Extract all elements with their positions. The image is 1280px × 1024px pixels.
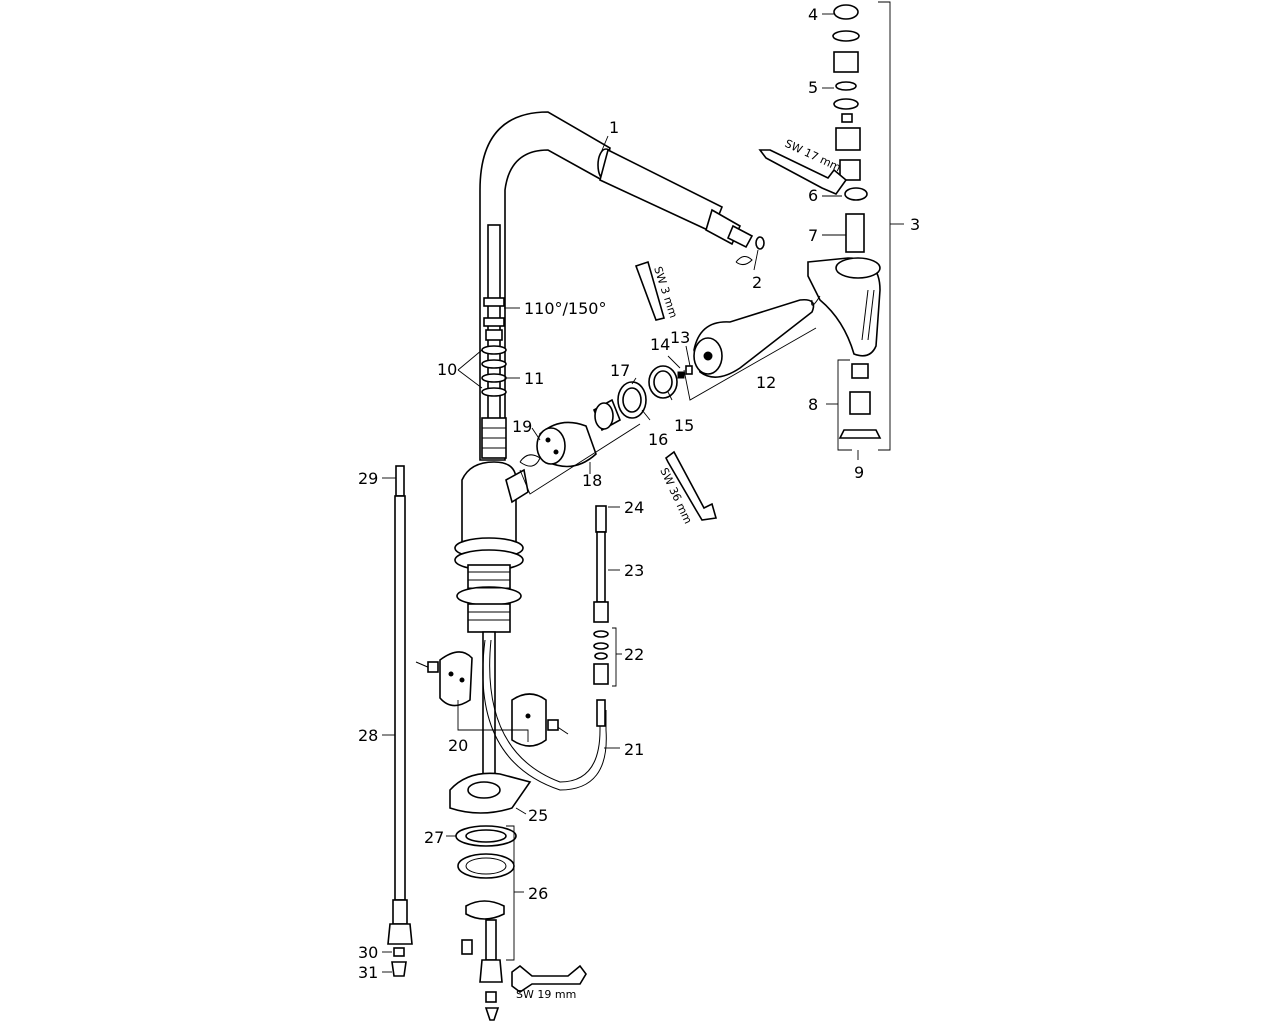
supply-hose	[387, 465, 413, 977]
pull-out-hose	[593, 505, 609, 727]
callout-labels: 1 2 3 4 5 6 7 8 9 10 11 12 13 14 15 16 1…	[358, 5, 920, 1001]
callout-28: 28	[358, 726, 378, 745]
callout-20: 20	[448, 736, 468, 755]
callout-27: 27	[424, 828, 444, 847]
callout-4: 4	[808, 5, 818, 24]
lower-mounting-parts	[449, 772, 532, 1021]
cartridge-assembly	[519, 365, 693, 468]
callout-26: 26	[528, 884, 548, 903]
spray-head-components	[832, 4, 882, 439]
callout-23: 23	[624, 561, 644, 580]
callout-30: 30	[358, 943, 378, 962]
swivel-angle-label: 110°/150°	[524, 299, 606, 318]
mounting-bracket	[415, 651, 569, 747]
spout-stem	[481, 224, 507, 459]
callout-17: 17	[610, 361, 630, 380]
callout-25: 25	[528, 806, 548, 825]
callout-5: 5	[808, 78, 818, 97]
wrench-sw36-icon	[664, 450, 718, 521]
callout-18: 18	[582, 471, 602, 490]
callout-6: 6	[808, 186, 818, 205]
callout-7: 7	[808, 226, 818, 245]
callout-13: 13	[670, 328, 690, 347]
callout-2: 2	[752, 273, 762, 292]
callout-29: 29	[358, 469, 378, 488]
leader-lines	[382, 1, 904, 973]
faucet-body	[454, 461, 607, 791]
callout-11: 11	[524, 369, 544, 388]
callout-31: 31	[358, 963, 378, 982]
lever-handle	[693, 298, 815, 378]
wrench-sw17-icon	[758, 149, 848, 195]
callout-15: 15	[674, 416, 694, 435]
callout-21: 21	[624, 740, 644, 759]
callout-12: 12	[756, 373, 776, 392]
wrench-sw19-label: SW 19 mm	[516, 988, 576, 1001]
callout-1: 1	[609, 118, 619, 137]
callout-22: 22	[624, 645, 644, 664]
callout-10: 10	[437, 360, 457, 379]
spray-head	[807, 257, 881, 357]
callout-19: 19	[512, 417, 532, 436]
wrench-sw19-icon	[511, 964, 587, 993]
callout-9: 9	[854, 463, 864, 482]
callout-24: 24	[624, 498, 644, 517]
callout-16: 16	[648, 430, 668, 449]
hex-key-sw3-icon	[634, 260, 665, 321]
callout-3: 3	[910, 215, 920, 234]
callout-14: 14	[650, 335, 670, 354]
callout-8: 8	[808, 395, 818, 414]
